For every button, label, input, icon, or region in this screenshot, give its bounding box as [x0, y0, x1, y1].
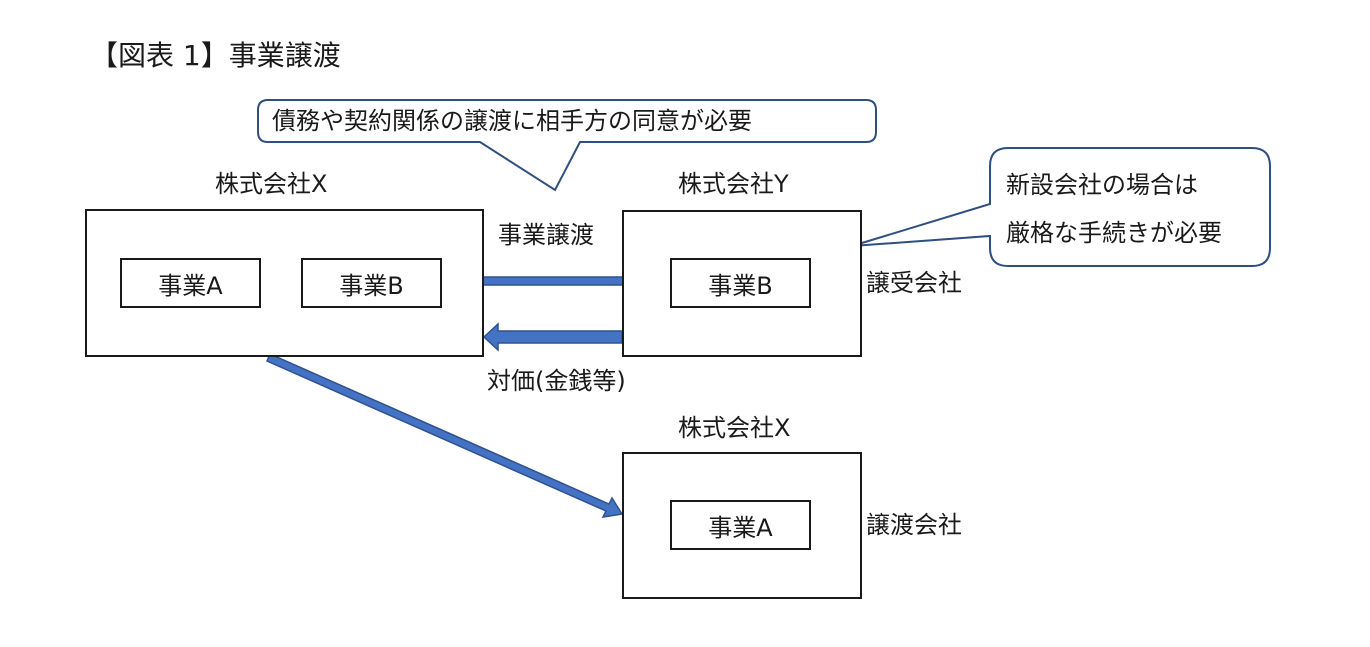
transfer-label: 事業譲渡 — [498, 221, 594, 249]
consideration-label: 対価(金銭等) — [487, 367, 626, 395]
callout-new-company-line1: 新設会社の場合は — [1006, 171, 1198, 199]
figure-title: 【図表 1】事業譲渡 — [90, 39, 341, 72]
callout-consent-bubble — [257, 99, 877, 192]
company-x-top-business-a: 事業A — [120, 258, 261, 308]
company-x-top-name: 株式会社X — [215, 170, 328, 198]
company-y-business-b: 事業B — [670, 258, 811, 308]
consideration-arrow — [482, 322, 623, 352]
company-x-bottom-business-a: 事業A — [670, 500, 811, 550]
diagonal-arrow — [266, 353, 624, 518]
company-x-bottom-name: 株式会社X — [678, 414, 791, 442]
callout-new-company-bubble — [851, 147, 1271, 267]
company-y-name: 株式会社Y — [678, 170, 789, 198]
callout-new-company-line2: 厳格な手続きが必要 — [1006, 219, 1222, 247]
callout-consent-text: 債務や契約関係の譲渡に相手方の同意が必要 — [272, 107, 752, 135]
company-y-box — [622, 210, 862, 357]
company-y-role: 譲受会社 — [866, 269, 962, 297]
company-x-bottom-role: 譲渡会社 — [866, 511, 962, 539]
company-x-top-business-b: 事業B — [301, 258, 442, 308]
